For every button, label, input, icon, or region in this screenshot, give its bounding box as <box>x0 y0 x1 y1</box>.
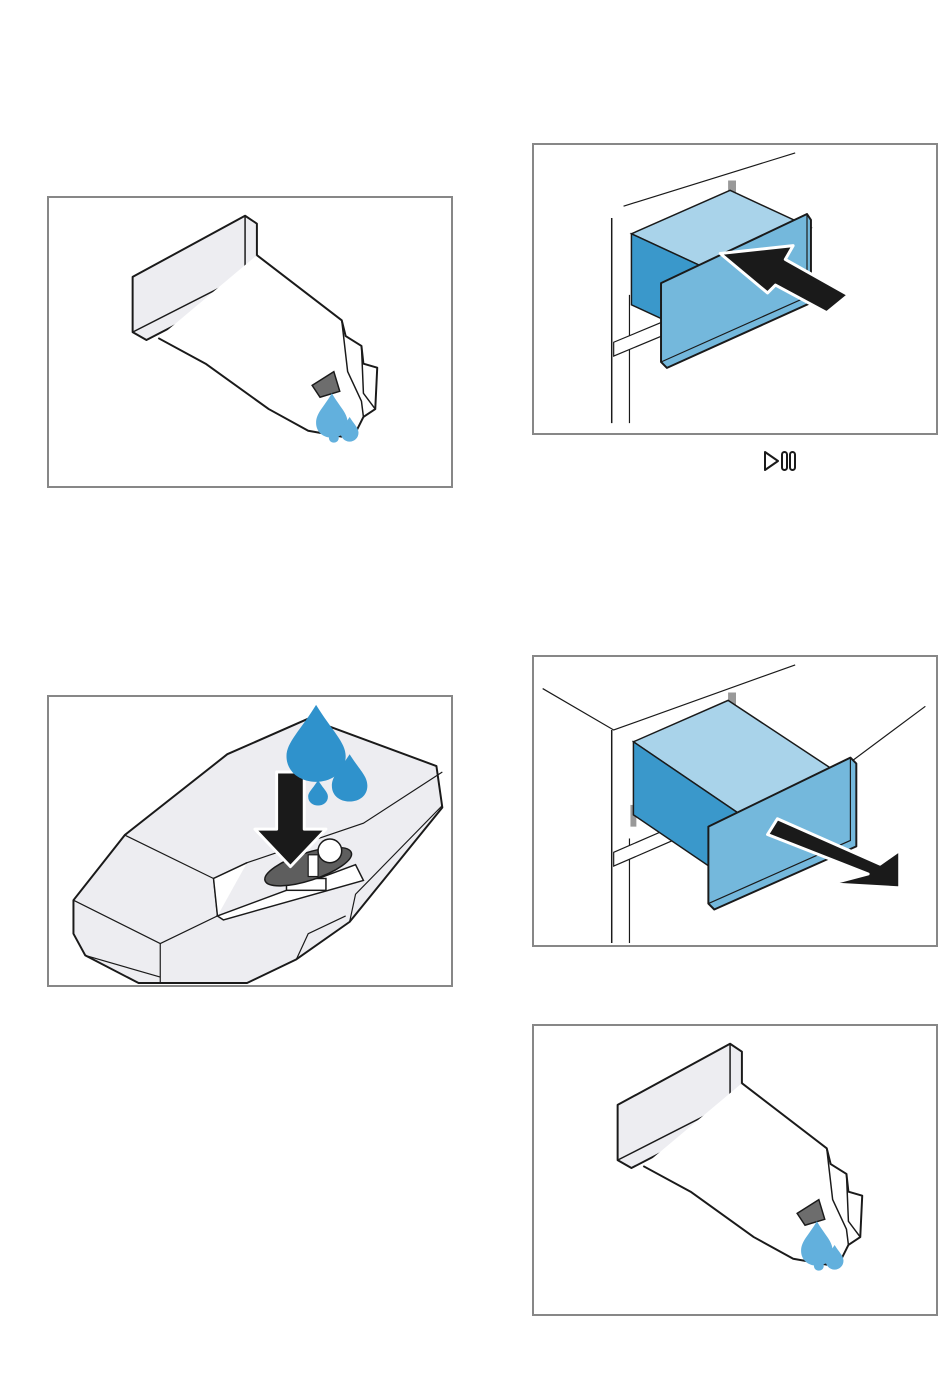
illustration-panel-pull-drawer <box>532 655 938 947</box>
push-drawer-illustration <box>534 145 936 433</box>
fill-water-illustration <box>49 697 451 985</box>
insert-drip-illustration <box>49 198 451 486</box>
water-drop <box>286 705 345 782</box>
insert-drip-illustration <box>534 1026 936 1314</box>
pull-drawer-illustration <box>534 657 936 945</box>
illustration-panel-fill-water <box>47 695 453 987</box>
illustration-panel-insert-drip <box>47 196 453 488</box>
illustration-panel-insert-drip-2 <box>532 1024 938 1316</box>
start-pause-icon <box>762 449 798 473</box>
illustration-panel-push-drawer <box>532 143 938 435</box>
